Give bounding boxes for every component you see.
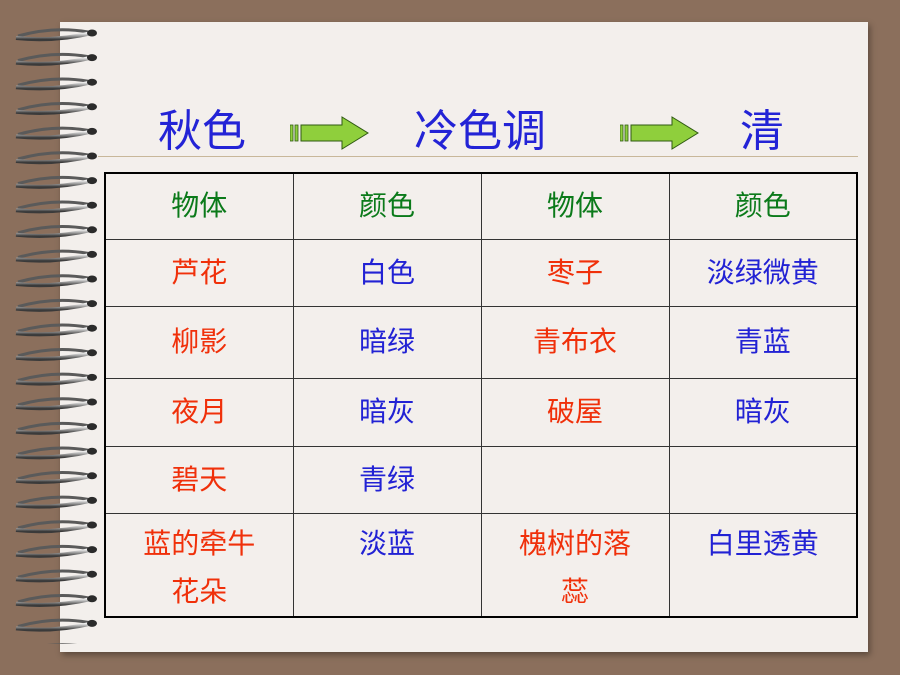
binding-ring: [15, 274, 97, 288]
binding-ring: [15, 348, 97, 362]
binding-ring: [15, 397, 97, 411]
binding-ring: [15, 28, 97, 42]
color-cell: 暗绿: [292, 305, 482, 379]
binding-ring: [15, 52, 97, 66]
binding-ring: [15, 249, 97, 263]
color-cell: 淡蓝: [292, 512, 482, 617]
table-row: 碧天 青绿: [104, 445, 858, 514]
binding-ring: [15, 471, 97, 485]
binding-ring: [15, 421, 97, 435]
title-row: 秋色 冷色调 清: [0, 102, 900, 162]
color-cell: 青绿: [292, 445, 482, 514]
color-cell: [668, 445, 858, 514]
table-header-row: 物体 颜色 物体 颜色: [104, 172, 858, 240]
right-arrow-icon: [290, 116, 369, 150]
object-cell: 蓝的牵牛花朵: [104, 512, 294, 617]
binding-ring: [15, 77, 97, 91]
table-row: 夜月 暗灰 破屋 暗灰: [104, 377, 858, 447]
binding-ring: [15, 569, 97, 583]
header-object: 物体: [480, 172, 670, 240]
color-cell: 青蓝: [668, 305, 858, 379]
binding-ring: [15, 618, 97, 632]
color-table: 物体 颜色 物体 颜色 芦花 白色 枣子 淡绿微黄 柳影 暗绿 青布衣 青蓝 夜…: [104, 172, 858, 618]
right-arrow-icon: [620, 116, 699, 150]
binding-ring: [15, 544, 97, 558]
binding-ring: [15, 495, 97, 509]
color-cell: 白色: [292, 238, 482, 307]
binding-ring: [15, 126, 97, 140]
title-clear: 清: [740, 106, 784, 157]
object-cell: 柳影: [104, 305, 294, 379]
object-cell: [480, 445, 670, 514]
binding-ring: [15, 323, 97, 337]
binding-ring: [15, 175, 97, 189]
color-cell: 白里透黄: [668, 512, 858, 617]
object-cell: 枣子: [480, 238, 670, 307]
color-cell: 淡绿微黄: [668, 238, 858, 307]
color-cell: 暗灰: [668, 377, 858, 447]
binding-ring: [15, 446, 97, 460]
color-cell: 暗灰: [292, 377, 482, 447]
object-cell: 破屋: [480, 377, 670, 447]
table-row: 蓝的牵牛花朵 淡蓝 槐树的落蕊 白里透黄: [104, 512, 858, 617]
binding-ring: [15, 225, 97, 239]
object-cell: 芦花: [104, 238, 294, 307]
binding-ring: [15, 102, 97, 116]
header-color: 颜色: [292, 172, 482, 240]
spiral-binding: [15, 28, 97, 644]
object-cell: 槐树的落蕊: [480, 512, 670, 617]
object-cell: 夜月: [104, 377, 294, 447]
binding-ring: [15, 151, 97, 165]
table-row: 芦花 白色 枣子 淡绿微黄: [104, 238, 858, 307]
header-color: 颜色: [668, 172, 858, 240]
title-autumn: 秋色: [158, 106, 246, 157]
binding-ring: [15, 200, 97, 214]
binding-ring: [15, 298, 97, 312]
header-object: 物体: [104, 172, 294, 240]
divider-line: [98, 156, 858, 157]
binding-ring: [15, 594, 97, 608]
binding-ring: [15, 520, 97, 534]
object-cell: 碧天: [104, 445, 294, 514]
binding-ring: [15, 372, 97, 386]
title-cool-tone: 冷色调: [414, 106, 546, 157]
table-row: 柳影 暗绿 青布衣 青蓝: [104, 305, 858, 379]
object-cell: 青布衣: [480, 305, 670, 379]
